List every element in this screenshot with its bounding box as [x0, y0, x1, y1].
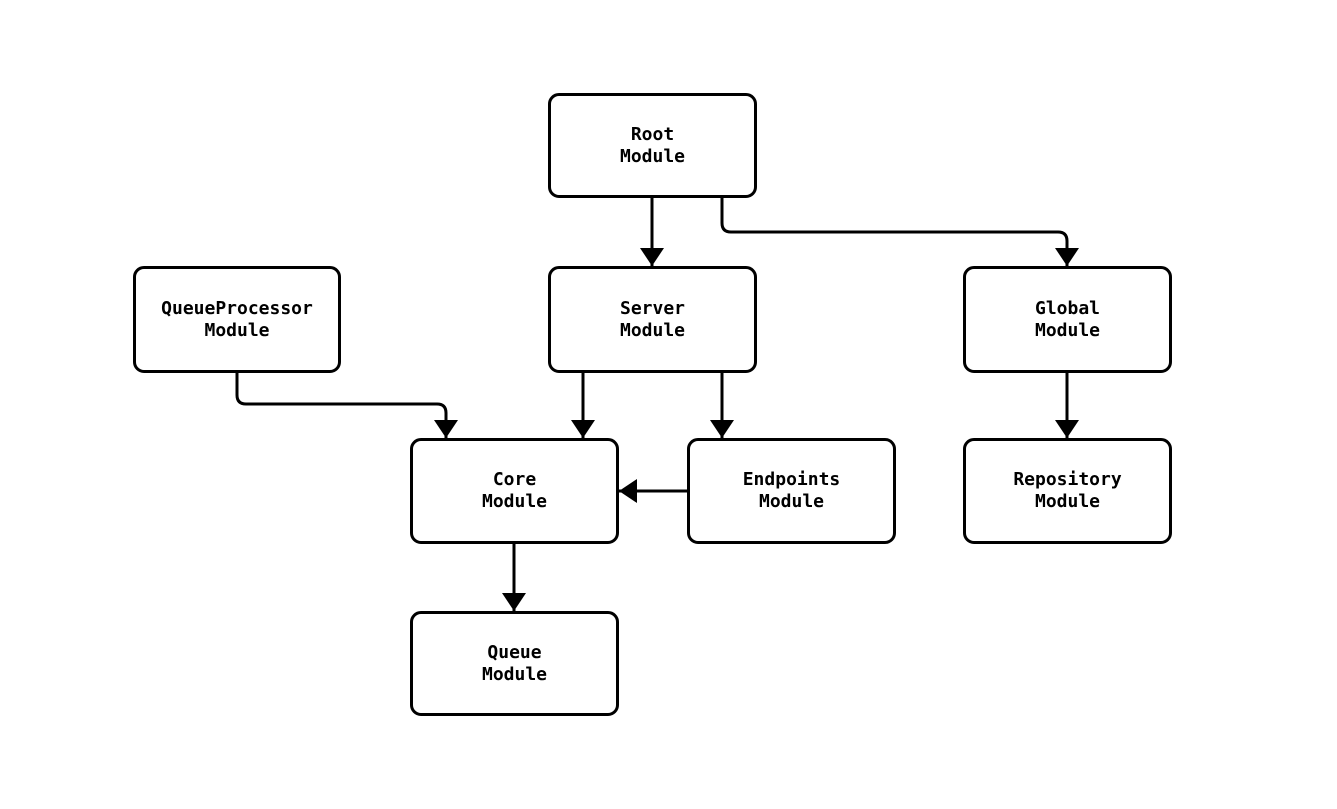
node-label-line: QueueProcessor: [161, 297, 313, 319]
node-label-line: Module: [481, 491, 548, 512]
node-label-line: Module: [619, 145, 686, 167]
node-label-line: Endpoints: [742, 469, 841, 490]
edge-root-to-global: [720, 198, 1079, 266]
node-label-line: Queue: [487, 641, 542, 663]
node-label-line: Module: [619, 319, 686, 341]
node-label-line: Module: [1034, 491, 1101, 512]
edge-group: [235, 198, 1079, 611]
node-label-line: Root: [630, 123, 675, 145]
node-label-line: Core: [492, 469, 537, 490]
edge-queueprocessor-to-core: [235, 373, 458, 438]
node-label-line: Repository: [1013, 469, 1122, 490]
node-label-line: Global: [1034, 297, 1101, 319]
node-label-line: Module: [481, 663, 548, 685]
node-label-line: Module: [1034, 319, 1101, 341]
node-label-line: Server: [619, 297, 686, 319]
node-label-line: Module: [758, 491, 825, 512]
node-label-line: Module: [204, 319, 270, 341]
